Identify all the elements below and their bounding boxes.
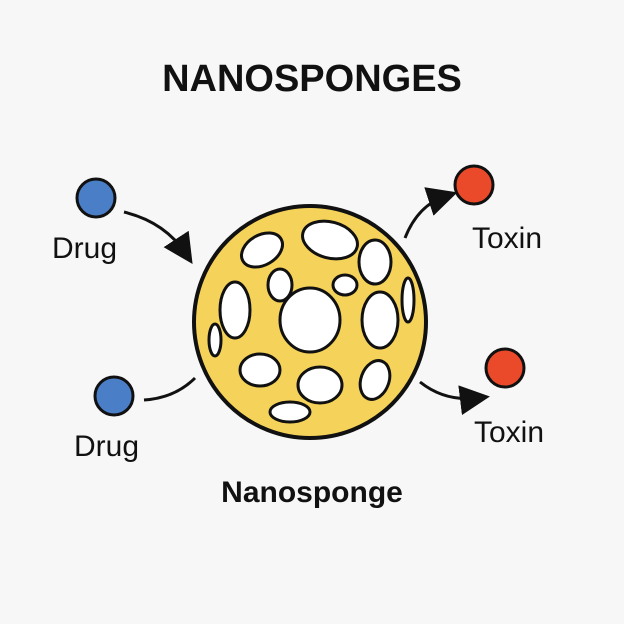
nanosponge-icon bbox=[192, 204, 428, 440]
drug-molecule-top bbox=[75, 177, 117, 219]
label-toxin-top: Toxin bbox=[472, 222, 543, 255]
arrow-toxin-top bbox=[403, 187, 458, 239]
diagram-title: NANOSPONGES bbox=[162, 58, 462, 100]
arrow-drug-top bbox=[123, 210, 193, 265]
toxin-molecule-top bbox=[453, 164, 495, 206]
label-drug-top: Drug bbox=[52, 232, 118, 265]
nanosponge-caption: Nanosponge bbox=[221, 476, 403, 509]
toxin-molecule-bottom bbox=[484, 347, 526, 389]
arrow-toxin-bottom bbox=[419, 380, 490, 416]
arrow-drug-bottom bbox=[143, 376, 197, 402]
label-toxin-bottom: Toxin bbox=[474, 416, 545, 449]
label-drug-bottom: Drug bbox=[74, 430, 140, 463]
drug-molecule-bottom bbox=[93, 375, 135, 417]
